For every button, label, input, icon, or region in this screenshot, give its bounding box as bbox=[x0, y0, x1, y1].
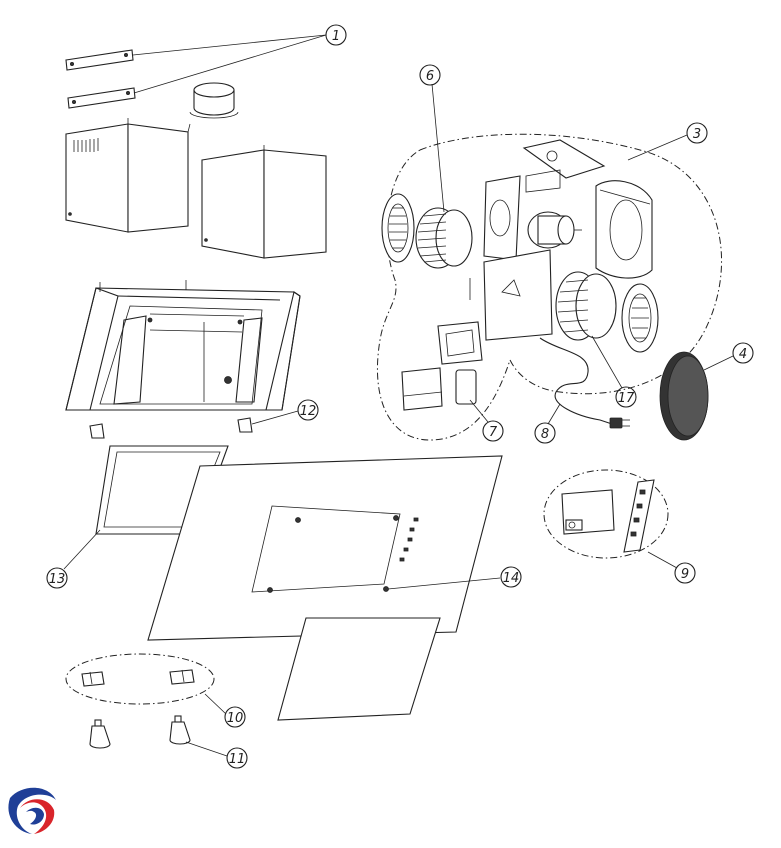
callout-6: 6 bbox=[419, 64, 441, 86]
svg-text:10: 10 bbox=[227, 711, 244, 726]
lamp-holder-left bbox=[81, 671, 105, 687]
carbon-filter bbox=[659, 351, 709, 441]
callout-12: 12 bbox=[297, 399, 319, 421]
inlet-grille-right bbox=[621, 283, 659, 353]
callout-13: 13 bbox=[46, 567, 68, 589]
duct-collar bbox=[189, 82, 239, 119]
mounting-plate bbox=[401, 367, 443, 411]
motor-group-outline bbox=[376, 133, 723, 441]
filter-clip-right bbox=[237, 417, 253, 433]
control-box bbox=[437, 321, 483, 365]
pcb-module bbox=[561, 489, 615, 535]
callout-7: 7 bbox=[482, 420, 504, 442]
lamp-holder-right bbox=[169, 669, 195, 685]
chimney-cover-lower bbox=[201, 145, 327, 259]
svg-text:8: 8 bbox=[541, 427, 549, 442]
callout-11: 11 bbox=[226, 747, 248, 769]
svg-text:12: 12 bbox=[300, 404, 317, 419]
scroll-housing-center bbox=[469, 249, 553, 341]
callout-14: 14 bbox=[500, 566, 522, 588]
filter-clip-left bbox=[89, 423, 105, 439]
svg-text:4: 4 bbox=[739, 347, 747, 362]
svg-text:9: 9 bbox=[681, 567, 689, 582]
glass-front-panel bbox=[147, 455, 503, 641]
svg-text:7: 7 bbox=[489, 425, 498, 440]
blower-wheel-left bbox=[415, 207, 473, 269]
callout-10: 10 bbox=[224, 706, 246, 728]
svg-text:14: 14 bbox=[503, 571, 520, 586]
svg-text:1: 1 bbox=[332, 29, 340, 44]
svg-text:13: 13 bbox=[49, 572, 66, 587]
motor-top-bracket bbox=[522, 139, 606, 193]
halogen-bulb-left bbox=[89, 719, 111, 749]
lower-glass-panel bbox=[277, 617, 441, 721]
callout-3: 3 bbox=[686, 122, 708, 144]
callout-9: 9 bbox=[674, 562, 696, 584]
hood-body bbox=[65, 280, 301, 411]
chimney-cover-upper bbox=[65, 118, 191, 233]
svg-text:6: 6 bbox=[426, 69, 434, 84]
brand-swirl-logo bbox=[8, 787, 56, 834]
power-cord bbox=[539, 337, 630, 429]
inlet-grille-left bbox=[381, 193, 415, 263]
svg-text:11: 11 bbox=[229, 752, 246, 767]
callout-8: 8 bbox=[534, 422, 556, 444]
switch-panel bbox=[623, 479, 655, 553]
blower-wheel-right bbox=[555, 271, 617, 341]
mounting-bracket-upper bbox=[65, 49, 134, 71]
callout-1: 1 bbox=[325, 24, 347, 46]
scroll-housing-right bbox=[595, 180, 653, 279]
callout-17: 17 bbox=[615, 386, 637, 408]
halogen-bulb-right bbox=[169, 715, 191, 745]
capacitor bbox=[455, 369, 477, 405]
svg-text:17: 17 bbox=[618, 391, 635, 406]
scroll-housing-plate bbox=[483, 175, 521, 261]
callout-4: 4 bbox=[732, 342, 754, 364]
svg-text:3: 3 bbox=[693, 127, 701, 142]
fan-motor bbox=[527, 211, 582, 249]
mounting-bracket-lower bbox=[67, 87, 136, 109]
